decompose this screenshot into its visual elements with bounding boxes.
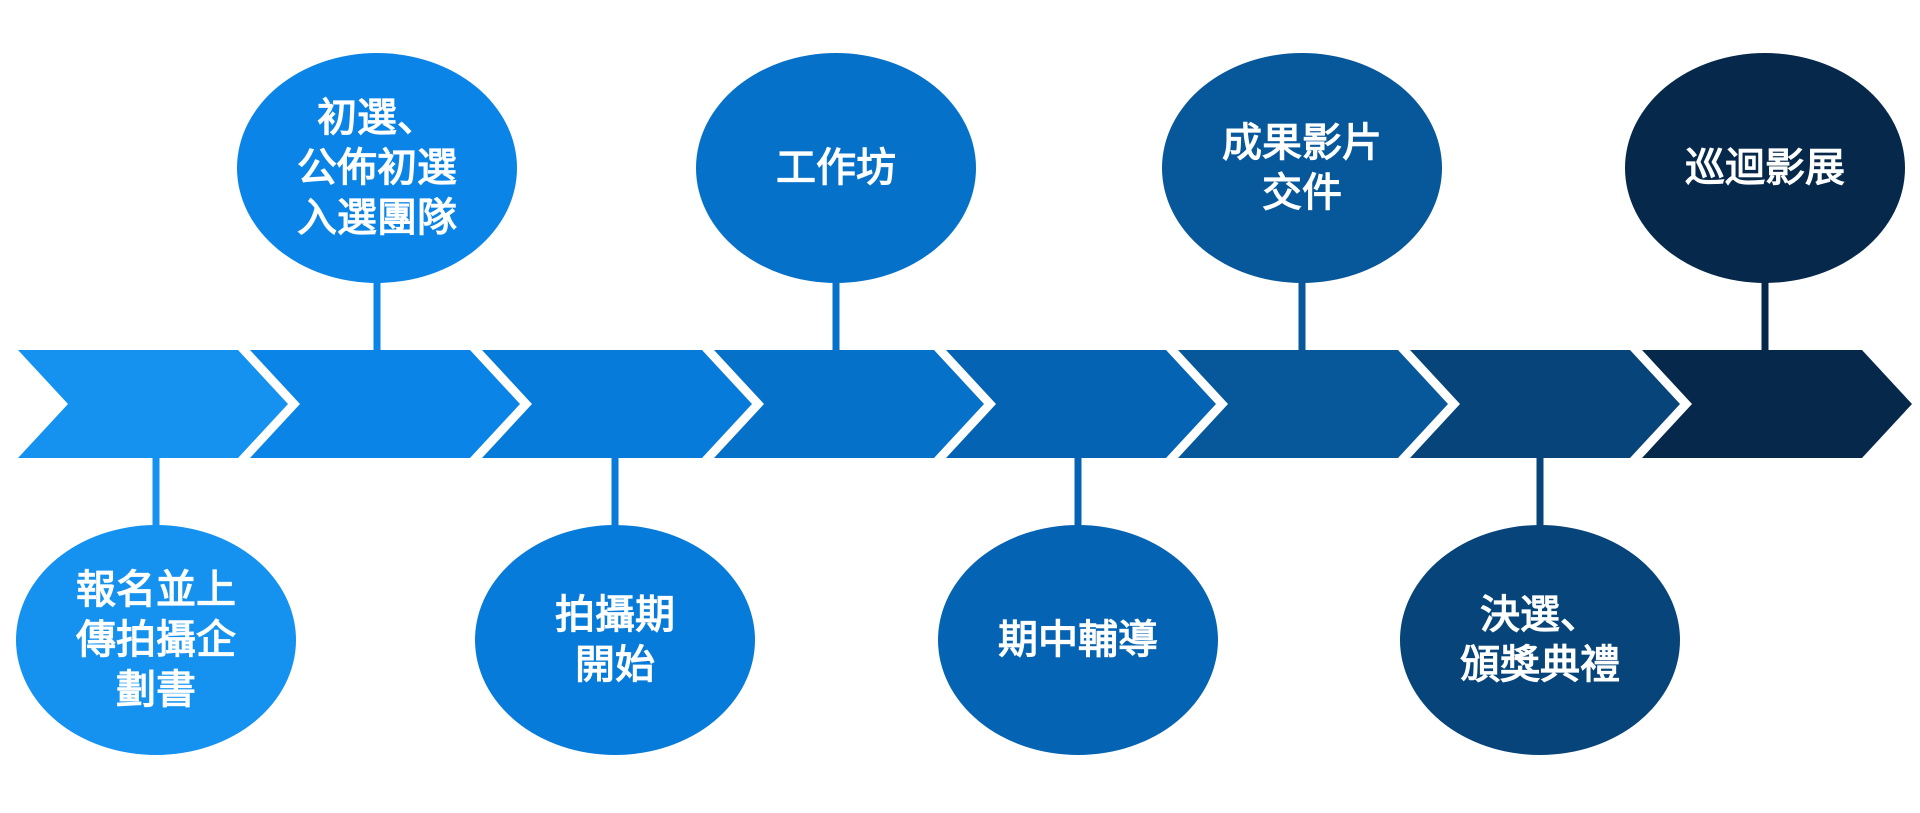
milestone-connectors (152, 281, 1769, 527)
milestone-label-line: 工作坊 (776, 145, 896, 191)
milestone-label-line: 報名並上 (76, 567, 236, 613)
milestone-label-line: 頒獎典禮 (1460, 642, 1620, 688)
chevron-step-2 (250, 350, 520, 458)
chevron-step-8 (1642, 350, 1912, 458)
milestone-m4: 工作坊 (696, 53, 976, 283)
milestone-m7: 決選、頒獎典禮 (1400, 525, 1680, 755)
milestone-label-line: 初選、 (317, 95, 437, 141)
chevron-step-7 (1410, 350, 1680, 458)
milestone-bubble (938, 525, 1218, 755)
milestone-label-line: 成果影片 (1222, 120, 1382, 166)
milestone-label-line: 傳拍攝企 (75, 617, 237, 663)
chevron-step-3 (482, 350, 752, 458)
milestone-bubble (1162, 53, 1442, 283)
chevron-step-6 (1178, 350, 1448, 458)
chevron-step-5 (946, 350, 1216, 458)
milestone-label-line: 公佈初選 (297, 145, 457, 191)
milestone-label-line: 交件 (1262, 170, 1342, 216)
chevron-step-4 (714, 350, 984, 458)
milestone-label-line: 決選、 (1480, 592, 1600, 638)
milestone-label-line: 開始 (575, 642, 655, 688)
milestone-bubble (1625, 53, 1905, 283)
milestone-m5: 期中輔導 (938, 525, 1218, 755)
chevron-arrow-band (18, 350, 1912, 458)
milestone-label-line: 巡迴影展 (1685, 145, 1845, 191)
chevron-step-1 (18, 350, 288, 458)
milestone-label-line: 入選團隊 (297, 195, 457, 241)
milestone-label-line: 期中輔導 (998, 617, 1158, 663)
milestone-bubble (16, 525, 296, 755)
milestone-bubble (237, 53, 517, 283)
milestone-bubble (475, 525, 755, 755)
milestone-label-line: 劃書 (116, 667, 196, 713)
milestone-m8: 巡迴影展 (1625, 53, 1905, 283)
milestone-label-line: 拍攝期 (555, 592, 675, 638)
milestone-bubble (1400, 525, 1680, 755)
milestone-bubble (696, 53, 976, 283)
